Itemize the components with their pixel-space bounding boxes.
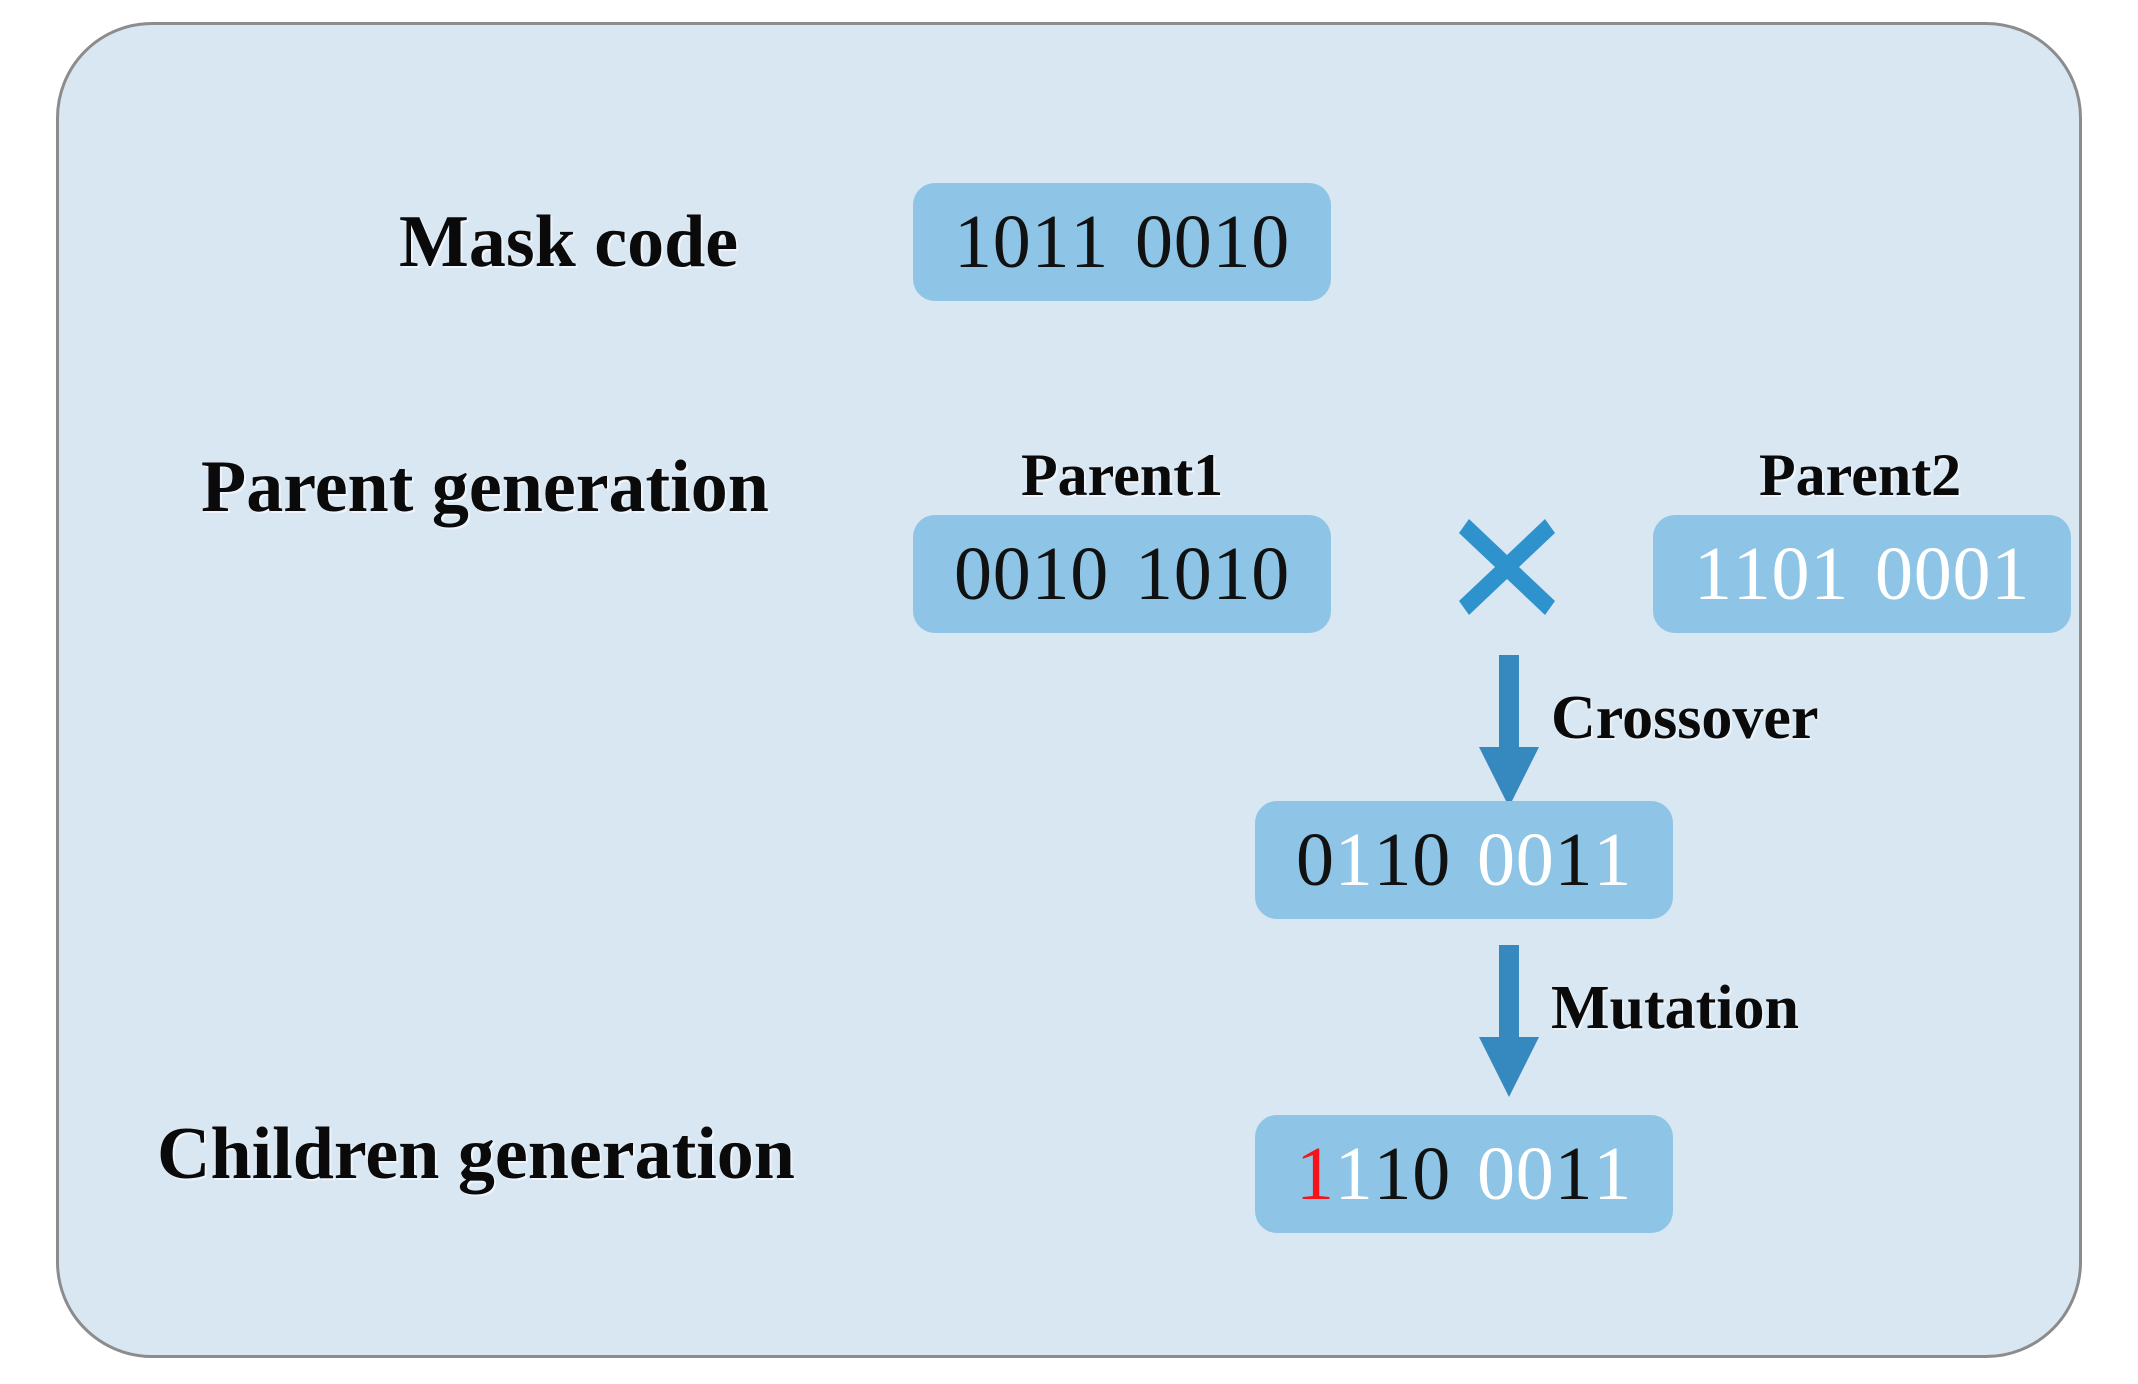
bit-white: 1 [1693, 532, 1733, 616]
bit-black: 0 [1412, 818, 1451, 902]
bit-black: 0 [1412, 1132, 1451, 1216]
mask-code-label: Mask code [399, 201, 739, 283]
bit-separator [1109, 204, 1135, 280]
bit-black: 0 [1295, 818, 1335, 902]
bit-black: 1 [1373, 1132, 1413, 1216]
bit-black: 1 [1212, 532, 1252, 616]
bit-black: 0 [1251, 200, 1291, 284]
bit-black: 0 [1251, 532, 1291, 616]
bit-black: 0 [1173, 532, 1213, 616]
bit-black: 0 [1135, 200, 1174, 284]
bit-white: 1 [1810, 532, 1849, 616]
bit-black: 1 [1070, 200, 1109, 284]
bit-white: 0 [1771, 532, 1811, 616]
bit-white: 1 [1991, 532, 2031, 616]
bit-black: 0 [992, 200, 1032, 284]
bit-black: 1 [1031, 200, 1071, 284]
bit-white: 1 [1334, 1132, 1374, 1216]
bit-white: 0 [1515, 818, 1555, 902]
crossover-label: Crossover [1551, 684, 1819, 752]
bit-separator [1451, 822, 1477, 898]
bit-separator [1109, 536, 1135, 612]
crossover-arrow-icon [1473, 655, 1545, 807]
bit-white: 0 [1477, 1132, 1516, 1216]
mutation-label: Mutation [1551, 974, 1799, 1042]
bit-white: 1 [1732, 532, 1772, 616]
bit-white: 0 [1477, 818, 1516, 902]
bit-black: 0 [1070, 532, 1109, 616]
bit-white: 1 [1593, 818, 1633, 902]
bit-white: 0 [1875, 532, 1914, 616]
parent2-label: Parent2 [1759, 442, 1962, 508]
bit-black: 0 [992, 532, 1032, 616]
parent1-label: Parent1 [1021, 442, 1224, 508]
bit-white: 0 [1515, 1132, 1555, 1216]
bit-black: 1 [1554, 818, 1594, 902]
parent-generation-label: Parent generation [201, 446, 769, 528]
bit-separator [1451, 1136, 1477, 1212]
bit-black: 1 [953, 200, 993, 284]
bit-black: 0 [953, 532, 993, 616]
bit-black: 1 [1554, 1132, 1594, 1216]
children-generation-label: Children generation [157, 1113, 795, 1195]
bit-white: 0 [1952, 532, 1992, 616]
bit-black: 1 [1212, 200, 1252, 284]
bit-black: 1 [1373, 818, 1413, 902]
bit-black: 0 [1173, 200, 1213, 284]
bit-white: 1 [1334, 818, 1374, 902]
bit-white: 0 [1913, 532, 1953, 616]
bit-red: 1 [1295, 1132, 1335, 1216]
bit-separator [1849, 536, 1875, 612]
bit-white: 1 [1593, 1132, 1633, 1216]
crossover-operator-icon [1459, 515, 1555, 615]
bit-black: 1 [1135, 532, 1174, 616]
mutation-arrow-icon [1473, 945, 1545, 1097]
bit-black: 1 [1031, 532, 1071, 616]
